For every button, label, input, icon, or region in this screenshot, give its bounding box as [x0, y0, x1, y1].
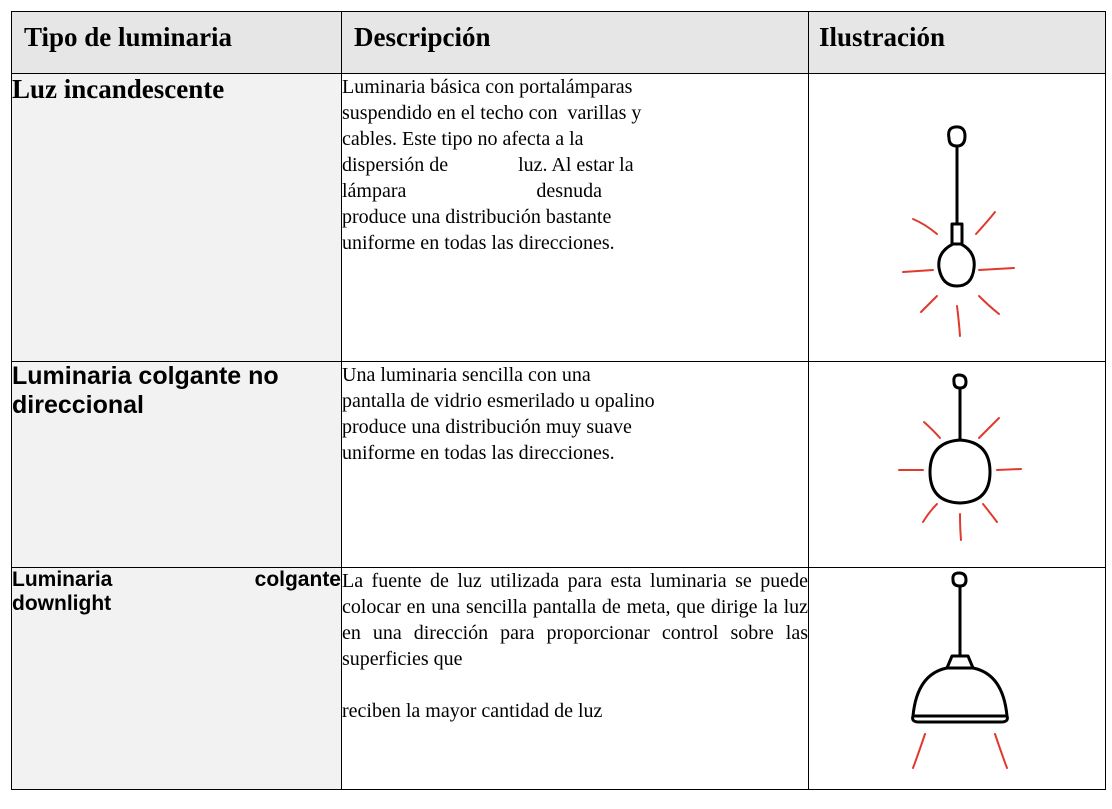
description-line: reciben la mayor cantidad de luz — [342, 700, 603, 722]
table-row: Luminaria colgante downlight La fuente d… — [11, 567, 1106, 790]
description-line: lámpara desnuda — [342, 180, 602, 202]
description-line: Luminaria básica con portalámparas — [342, 76, 633, 98]
globe-pendant-icon — [898, 373, 1022, 541]
bare-bulb-pendant-icon — [902, 125, 1015, 337]
header-tipo: Tipo de luminaria — [11, 11, 342, 74]
luminaire-table: Tipo de luminaria Descripción Ilustració… — [11, 11, 1106, 790]
description-line: uniforme en todas las direcciones. — [342, 442, 615, 464]
paragraph-gap — [342, 672, 808, 698]
table-row: Luz incandescente Luminaria básica con p… — [11, 73, 1106, 362]
description-line: pantalla de vidrio esmerilado u opalino — [342, 390, 655, 412]
row-description: Luminaria básica con portalámparas suspe… — [341, 73, 809, 362]
row-illustration — [808, 567, 1106, 790]
description-line: Una luminaria sencilla con una — [342, 364, 591, 386]
description-line: suspendido en el techo con varillas y — [342, 102, 642, 124]
row-type-word: colgante — [254, 568, 341, 591]
row-type-label: Luminaria colgante downlight — [11, 567, 342, 790]
dome-downlight-pendant-icon — [911, 571, 1009, 769]
description-line: cables. Este tipo no afecta a la — [342, 128, 584, 150]
row-type-label: Luminaria colgante no direccional — [11, 361, 342, 568]
row-type-word: Luminaria — [12, 568, 113, 591]
table-row: Luminaria colgante no direccional Una lu… — [11, 361, 1106, 568]
description-line: dispersión de luz. Al estar la — [342, 154, 634, 176]
table-header-row: Tipo de luminaria Descripción Ilustració… — [11, 11, 1106, 74]
description-line: uniforme en todas las direcciones. — [342, 232, 615, 254]
row-description: La fuente de luz utilizada para esta lum… — [341, 567, 809, 790]
description-paragraph: La fuente de luz utilizada para esta lum… — [342, 570, 808, 670]
row-description: Una luminaria sencilla con una pantalla … — [341, 361, 809, 568]
row-type-first-line: Luminaria colgante — [12, 568, 341, 592]
row-type-word: downlight — [12, 592, 112, 615]
header-ilustracion: Ilustración — [808, 11, 1106, 74]
row-type-label: Luz incandescente — [11, 73, 342, 362]
description-line: produce una distribución muy suave — [342, 416, 632, 438]
row-illustration — [808, 361, 1106, 568]
row-illustration — [808, 73, 1106, 362]
description-line: produce una distribución bastante — [342, 206, 612, 228]
header-descripcion: Descripción — [341, 11, 809, 74]
